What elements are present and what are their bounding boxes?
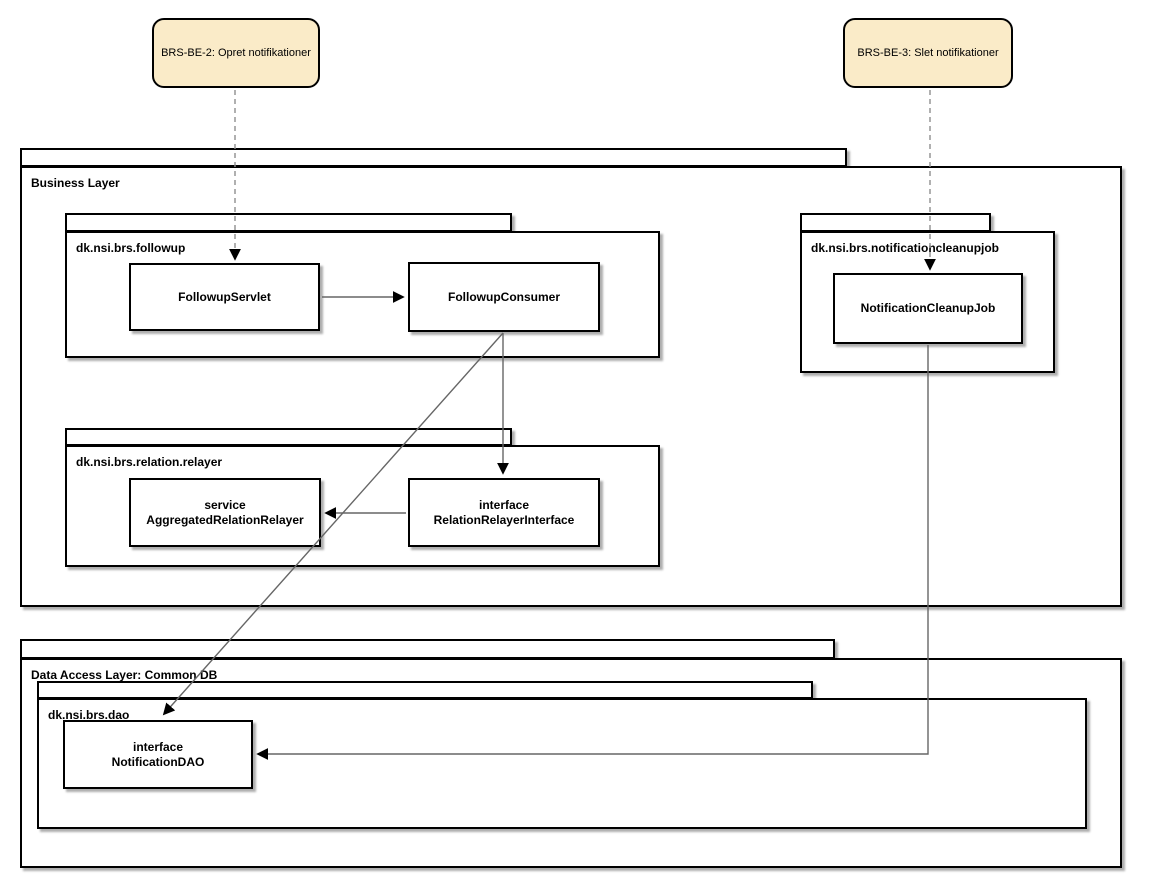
cleanup-package-label: dk.nsi.brs.notificationcleanupjob [811, 241, 1000, 255]
dao-package-tab [37, 681, 813, 699]
node-aggregated-relation-relayer: service AggregatedRelationRelayer [129, 478, 321, 547]
node-relation-relayer-interface-stereotype: interface [478, 497, 530, 512]
node-followup-servlet-label: FollowupServlet [178, 289, 271, 304]
node-relation-relayer-interface: interface RelationRelayerInterface [408, 478, 600, 547]
followup-package-label: dk.nsi.brs.followup [76, 241, 186, 255]
node-notification-dao-stereotype: interface [132, 739, 184, 754]
relayer-package-label: dk.nsi.brs.relation.relayer [76, 455, 223, 469]
business-layer-label: Business Layer [31, 176, 120, 190]
cleanup-package-tab [800, 213, 991, 232]
node-relation-relayer-interface-label: RelationRelayerInterface [433, 512, 575, 527]
node-notification-cleanup-job: NotificationCleanupJob [833, 273, 1023, 344]
note-brs-be-3: BRS-BE-3: Slet notifikationer [843, 18, 1013, 88]
data-access-layer-package-tab [20, 639, 835, 659]
node-followup-consumer-label: FollowupConsumer [448, 289, 560, 304]
node-notification-cleanup-job-label: NotificationCleanupJob [860, 301, 996, 315]
node-notification-dao-label: NotificationDAO [111, 754, 205, 769]
data-access-layer-label: Data Access Layer: Common DB [31, 668, 218, 682]
node-aggregated-relation-relayer-label: AggregatedRelationRelayer [146, 512, 304, 527]
node-followup-consumer: FollowupConsumer [408, 262, 600, 332]
followup-package-tab [65, 213, 512, 232]
node-followup-servlet: FollowupServlet [129, 263, 320, 331]
dao-package-label: dk.nsi.brs.dao [48, 708, 130, 722]
relayer-package-tab [65, 428, 512, 446]
business-layer-package-tab [20, 148, 847, 167]
note-brs-be-2-label: BRS-BE-2: Opret notifikationer [161, 47, 311, 59]
note-brs-be-2: BRS-BE-2: Opret notifikationer [152, 18, 320, 88]
note-brs-be-3-label: BRS-BE-3: Slet notifikationer [857, 47, 999, 59]
node-aggregated-relation-relayer-stereotype: service [204, 497, 246, 512]
node-notification-dao: interface NotificationDAO [63, 720, 253, 789]
